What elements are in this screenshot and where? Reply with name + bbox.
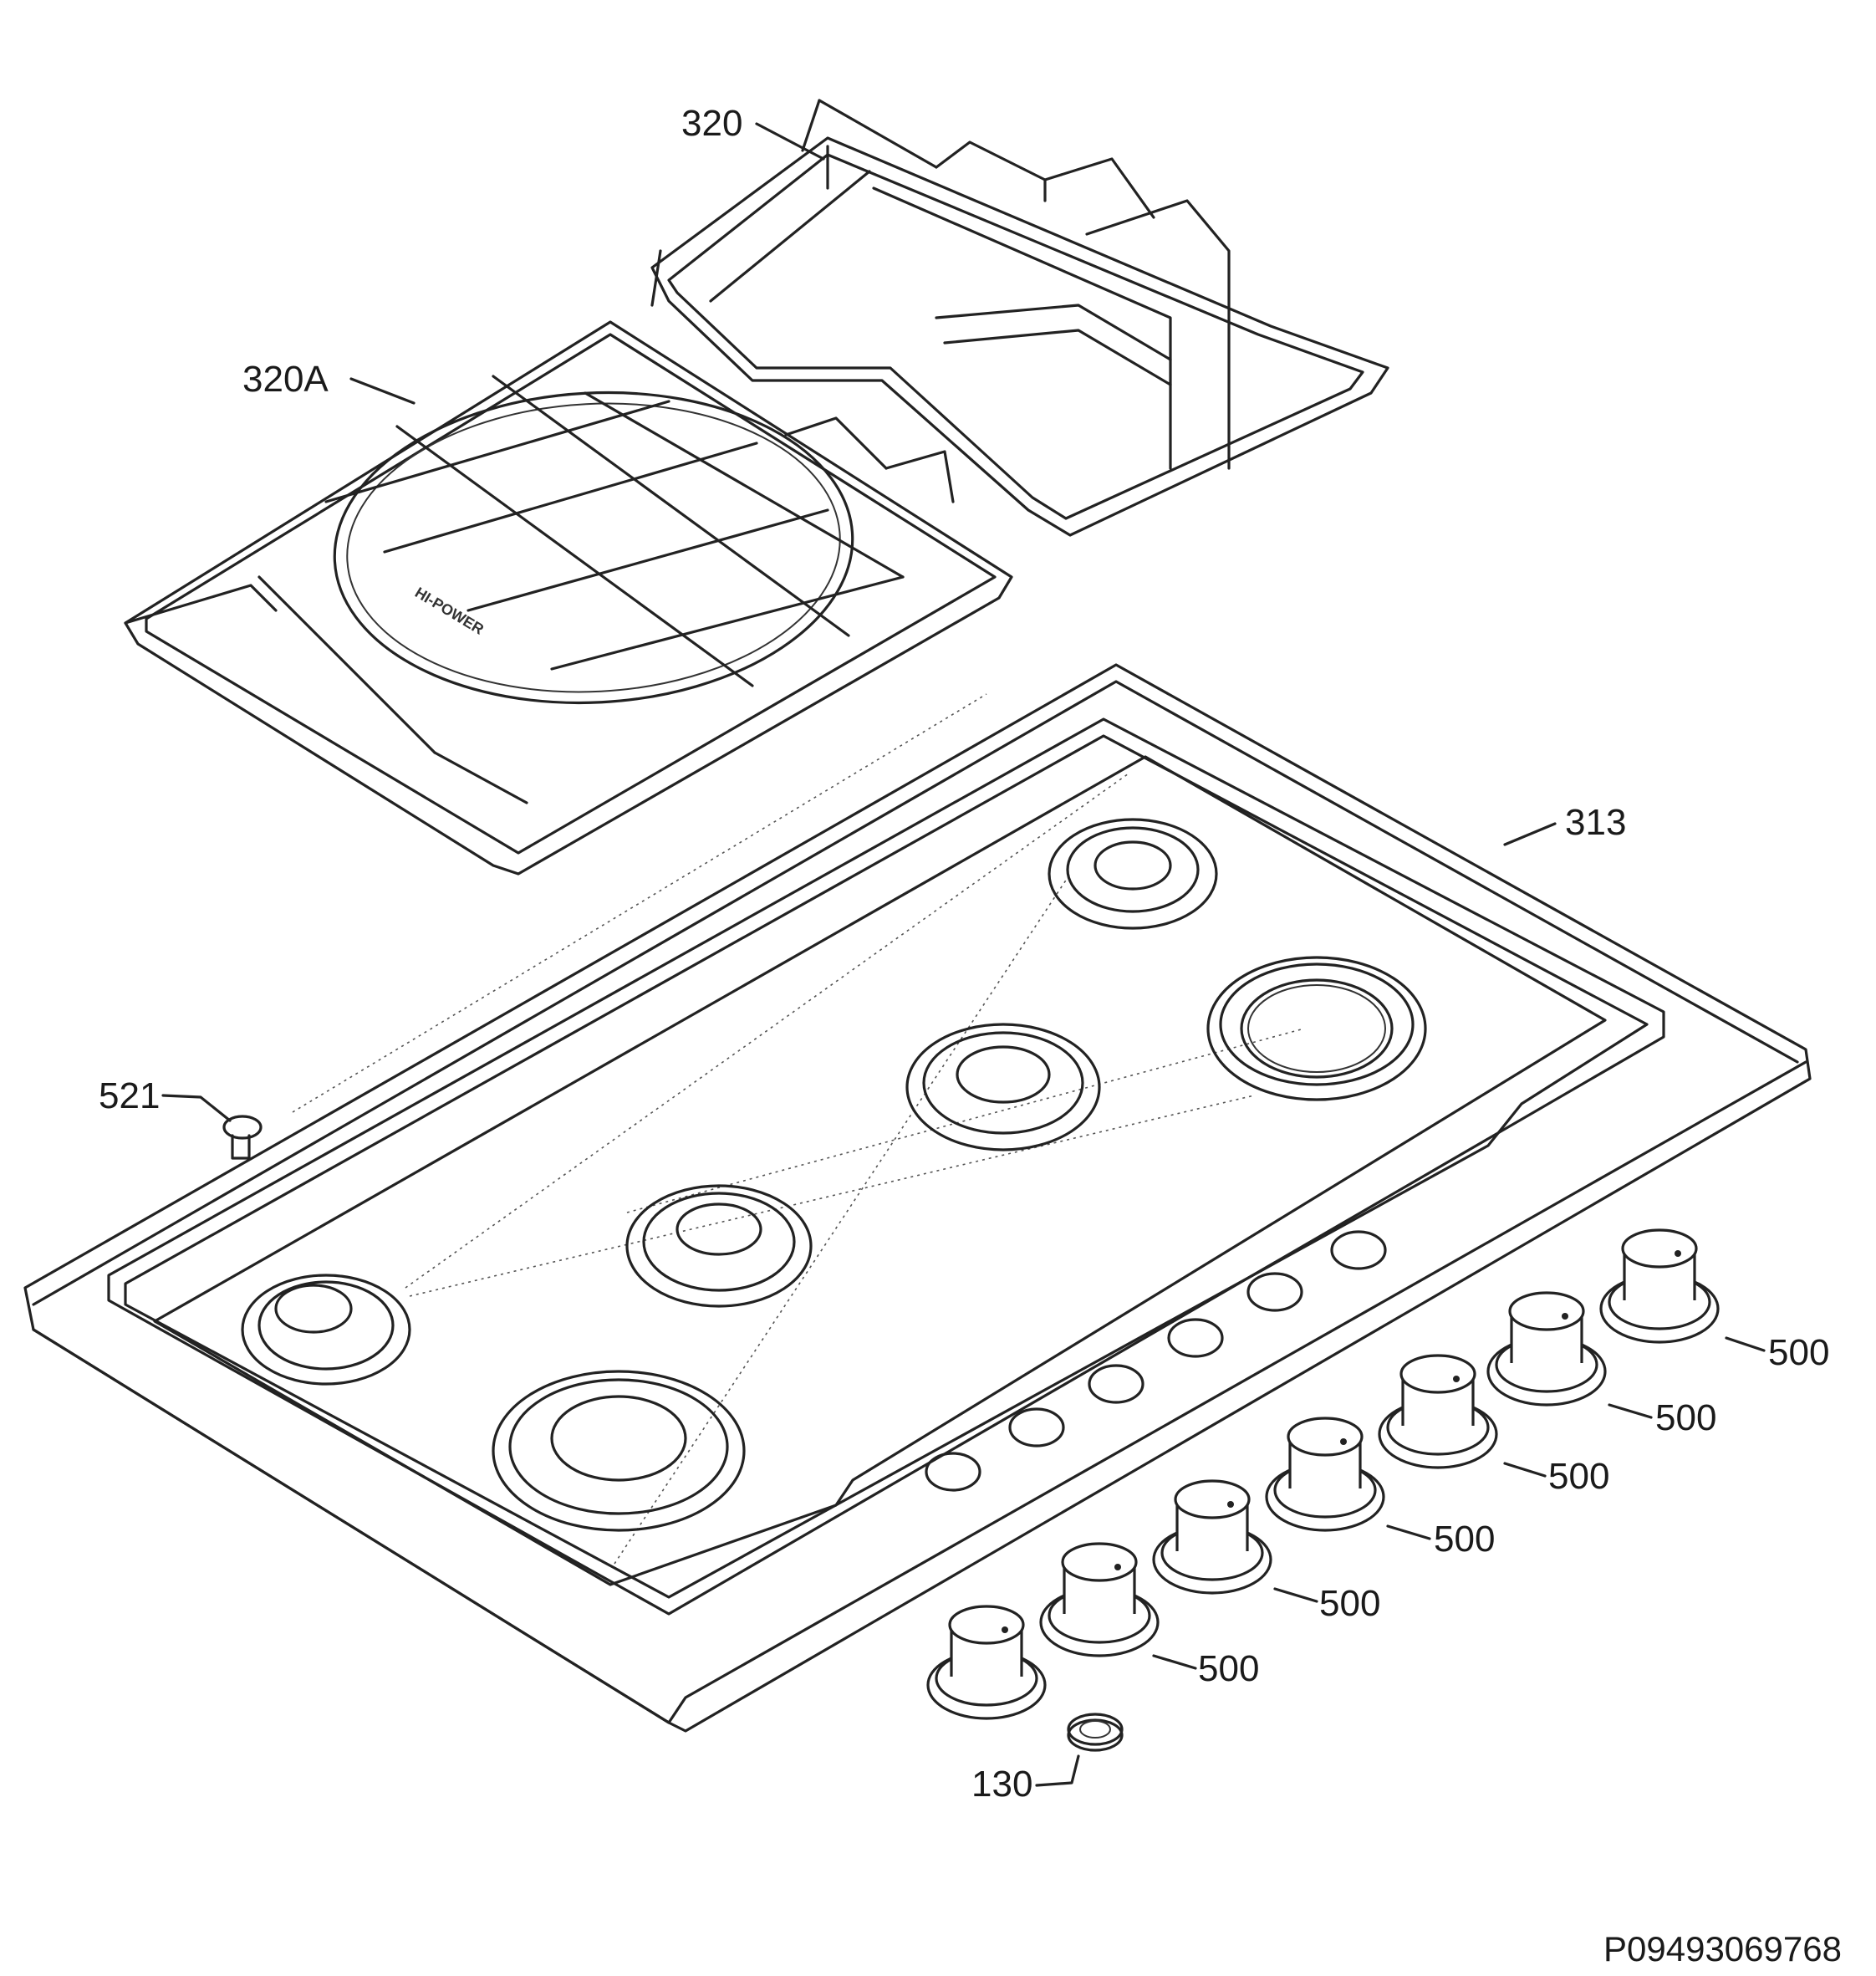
pan-support-grid-320a: HI-POWER <box>124 320 1013 876</box>
pan-support-grid-320 <box>650 99 1389 537</box>
burner-front-large <box>492 1370 746 1532</box>
control-knobs-500 <box>926 1228 1720 1720</box>
grid-embossing-text: HI-POWER <box>412 584 487 638</box>
callout-500-4: 500 <box>1434 1519 1495 1560</box>
burner-wok <box>1206 956 1427 1101</box>
callout-500-2: 500 <box>1655 1397 1716 1438</box>
burner-middle-left <box>625 1184 813 1308</box>
burner-center <box>905 1023 1101 1151</box>
knob <box>1486 1291 1607 1407</box>
knob <box>1152 1479 1272 1595</box>
knob <box>1599 1228 1720 1344</box>
knob <box>926 1605 1047 1720</box>
knob <box>1378 1354 1498 1469</box>
screw-521 <box>222 1115 263 1160</box>
callout-320a: 320A <box>242 359 329 400</box>
callout-500-3: 500 <box>1548 1456 1609 1497</box>
leader-lines <box>161 122 1766 1787</box>
callout-500-5: 500 <box>1319 1583 1380 1624</box>
callout-521: 521 <box>99 1075 160 1116</box>
callout-500-6: 500 <box>1198 1648 1259 1689</box>
callout-313: 313 <box>1565 802 1626 843</box>
callout-130: 130 <box>971 1764 1032 1805</box>
knob <box>1265 1417 1385 1532</box>
knob <box>1039 1542 1160 1657</box>
washer-130 <box>1067 1713 1124 1752</box>
burner-rear-right-small <box>1048 818 1218 930</box>
document-id: P09493069768 <box>1603 1929 1842 1968</box>
burner-left-small <box>241 1274 411 1386</box>
callout-320: 320 <box>681 103 742 144</box>
callout-500-1: 500 <box>1768 1332 1829 1373</box>
knob-holes <box>925 1230 1387 1492</box>
hob-top-313 <box>23 663 1812 1733</box>
